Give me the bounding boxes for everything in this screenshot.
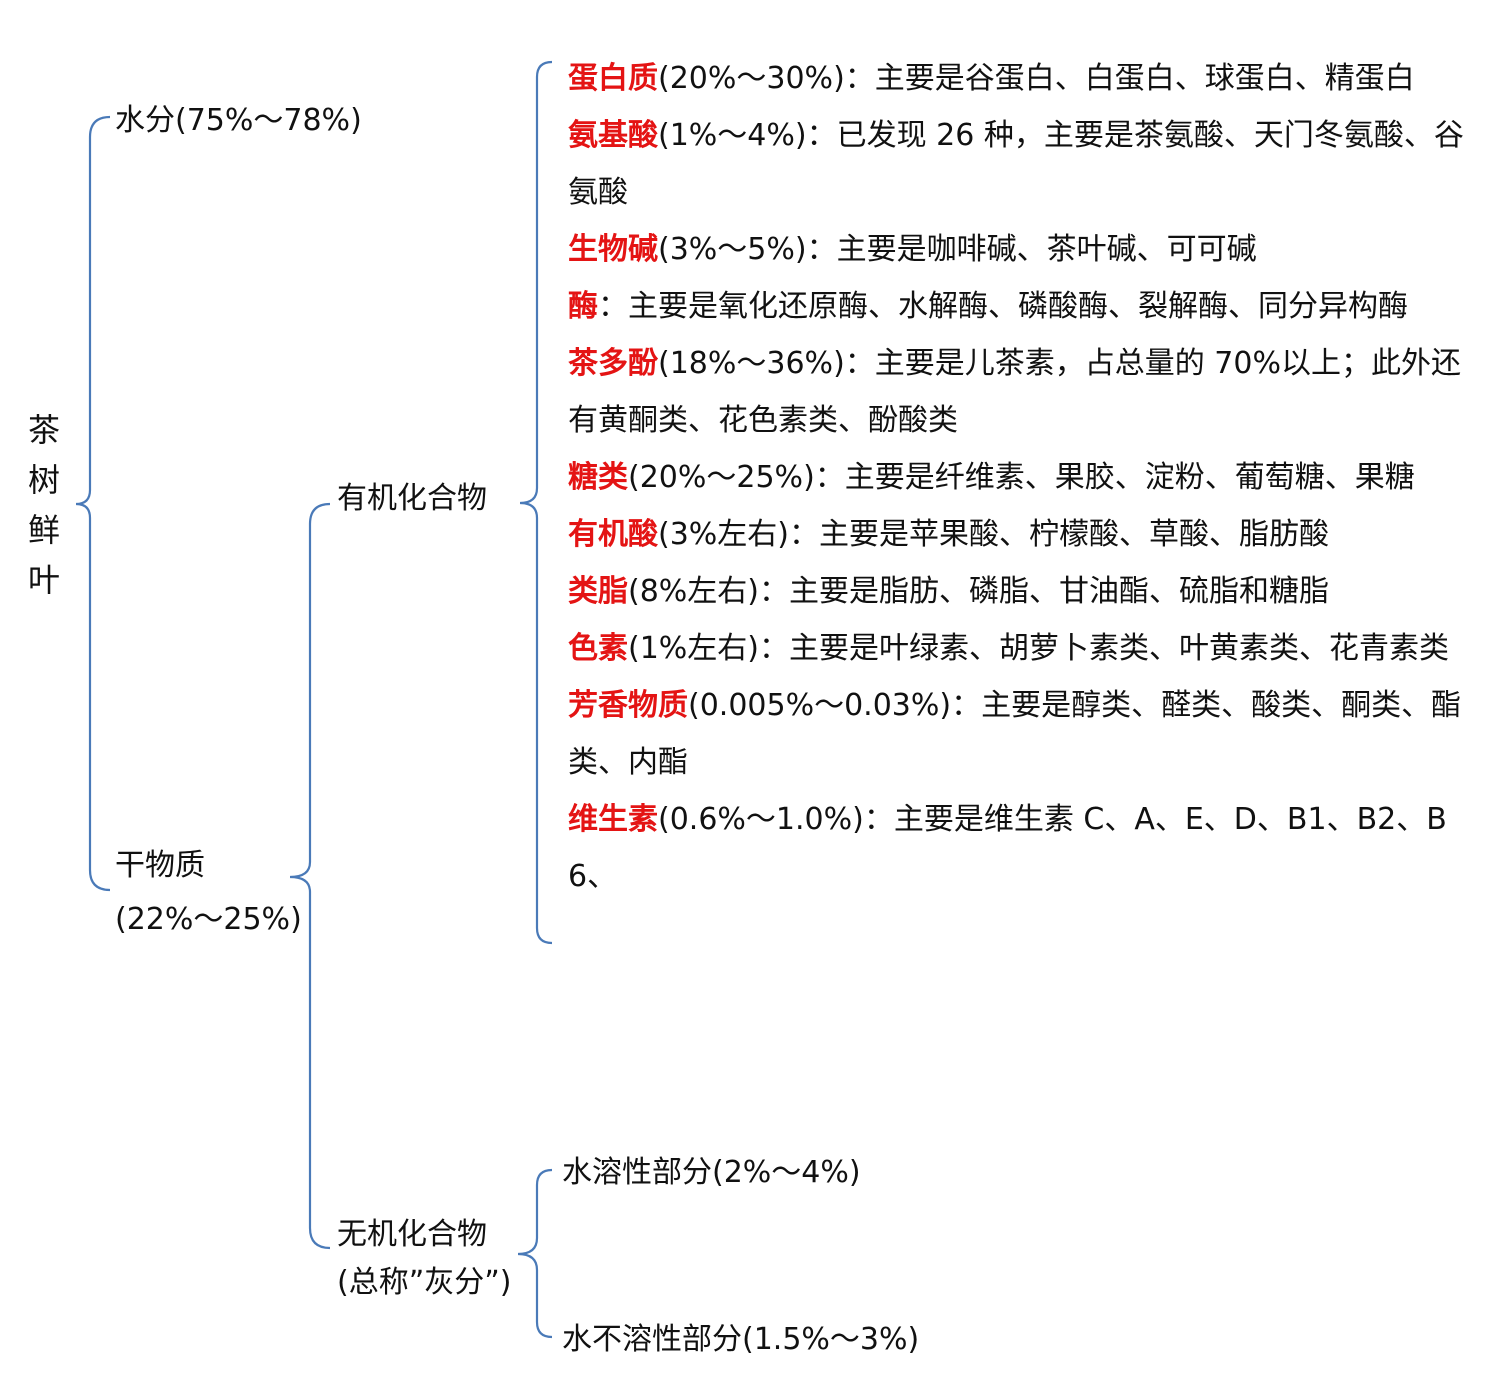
dry-matter-node: 干物质	[115, 848, 205, 883]
organic-item-pigment: 色素(1%左右)：主要是叶绿素、胡萝卜素类、叶黄素类、花青素类	[568, 620, 1488, 677]
item-desc: ：主要是氧化还原酶、水解酶、磷酸酶、裂解酶、同分异构酶	[598, 289, 1408, 324]
inorganic-insoluble: 水不溶性部分(1.5%～3%)	[562, 1322, 920, 1357]
organic-item-lipid: 类脂(8%左右)：主要是脂肪、磷脂、甘油酯、硫脂和糖脂	[568, 563, 1488, 620]
item-name: 酶	[568, 289, 598, 324]
item-name: 生物碱	[568, 232, 658, 267]
inorganic-note: (总称”灰分”)	[337, 1265, 512, 1300]
dry-matter-percent: (22%～25%)	[115, 902, 302, 937]
item-name: 蛋白质	[568, 61, 658, 96]
organic-item-amino-acid: 氨基酸(1%～4%)：已发现 26 种，主要是茶氨酸、天门冬氨酸、谷氨酸	[568, 107, 1488, 221]
root-char: 树	[27, 461, 60, 499]
water-node: 水分(75%～78%)	[115, 103, 362, 138]
item-name: 有机酸	[568, 517, 658, 552]
item-desc: (18%～36%)：主要是儿茶素，占总量的 70%以上；此外还有黄酮类、花色素类…	[568, 346, 1461, 438]
organic-item-enzyme: 酶：主要是氧化还原酶、水解酶、磷酸酶、裂解酶、同分异构酶	[568, 278, 1488, 335]
root-char: 叶	[27, 561, 60, 599]
organic-item-vitamin: 维生素(0.6%～1.0%)：主要是维生素 C、A、E、D、B1、B2、B6、	[568, 791, 1488, 905]
organic-item-tea-polyphenol: 茶多酚(18%～36%)：主要是儿茶素，占总量的 70%以上；此外还有黄酮类、花…	[568, 335, 1488, 449]
organic-node: 有机化合物	[337, 481, 487, 516]
root-label: 茶 树 鲜 叶	[24, 405, 64, 605]
organic-item-protein: 蛋白质(20%～30%)：主要是谷蛋白、白蛋白、球蛋白、精蛋白	[568, 50, 1488, 107]
item-desc: (20%～30%)：主要是谷蛋白、白蛋白、球蛋白、精蛋白	[658, 61, 1415, 96]
item-name: 芳香物质	[568, 688, 688, 723]
item-name: 氨基酸	[568, 118, 658, 153]
organic-brace	[519, 60, 553, 945]
organic-item-organic-acid: 有机酸(3%左右)：主要是苹果酸、柠檬酸、草酸、脂肪酸	[568, 506, 1488, 563]
inorganic-soluble: 水溶性部分(2%～4%)	[562, 1155, 861, 1190]
item-name: 茶多酚	[568, 346, 658, 381]
item-desc: (8%左右)：主要是脂肪、磷脂、甘油酯、硫脂和糖脂	[628, 574, 1330, 609]
item-desc: (1%～4%)：已发现 26 种，主要是茶氨酸、天门冬氨酸、谷氨酸	[568, 118, 1464, 210]
inorganic-brace	[517, 1168, 553, 1339]
item-name: 维生素	[568, 802, 658, 837]
root-char: 鲜	[27, 511, 60, 549]
organic-item-list: 蛋白质(20%～30%)：主要是谷蛋白、白蛋白、球蛋白、精蛋白 氨基酸(1%～4…	[568, 50, 1488, 905]
root-brace	[75, 115, 111, 892]
organic-item-sugar: 糖类(20%～25%)：主要是纤维素、果胶、淀粉、葡萄糖、果糖	[568, 449, 1488, 506]
inorganic-node: 无机化合物	[337, 1217, 487, 1252]
organic-item-aroma: 芳香物质(0.005%～0.03%)：主要是醇类、醛类、酸类、酮类、酯类、内酯	[568, 677, 1488, 791]
item-desc: (0.6%～1.0%)：主要是维生素 C、A、E、D、B1、B2、B6、	[568, 802, 1447, 894]
item-name: 色素	[568, 631, 628, 666]
dry-matter-brace	[289, 502, 331, 1250]
item-desc: (20%～25%)：主要是纤维素、果胶、淀粉、葡萄糖、果糖	[628, 460, 1415, 495]
item-name: 类脂	[568, 574, 628, 609]
root-char: 茶	[27, 411, 60, 449]
item-desc: (1%左右)：主要是叶绿素、胡萝卜素类、叶黄素类、花青素类	[628, 631, 1450, 666]
item-name: 糖类	[568, 460, 628, 495]
organic-item-alkaloid: 生物碱(3%～5%)：主要是咖啡碱、茶叶碱、可可碱	[568, 221, 1488, 278]
item-desc: (0.005%～0.03%)：主要是醇类、醛类、酸类、酮类、酯类、内酯	[568, 688, 1462, 780]
item-desc: (3%～5%)：主要是咖啡碱、茶叶碱、可可碱	[658, 232, 1257, 267]
item-desc: (3%左右)：主要是苹果酸、柠檬酸、草酸、脂肪酸	[658, 517, 1330, 552]
